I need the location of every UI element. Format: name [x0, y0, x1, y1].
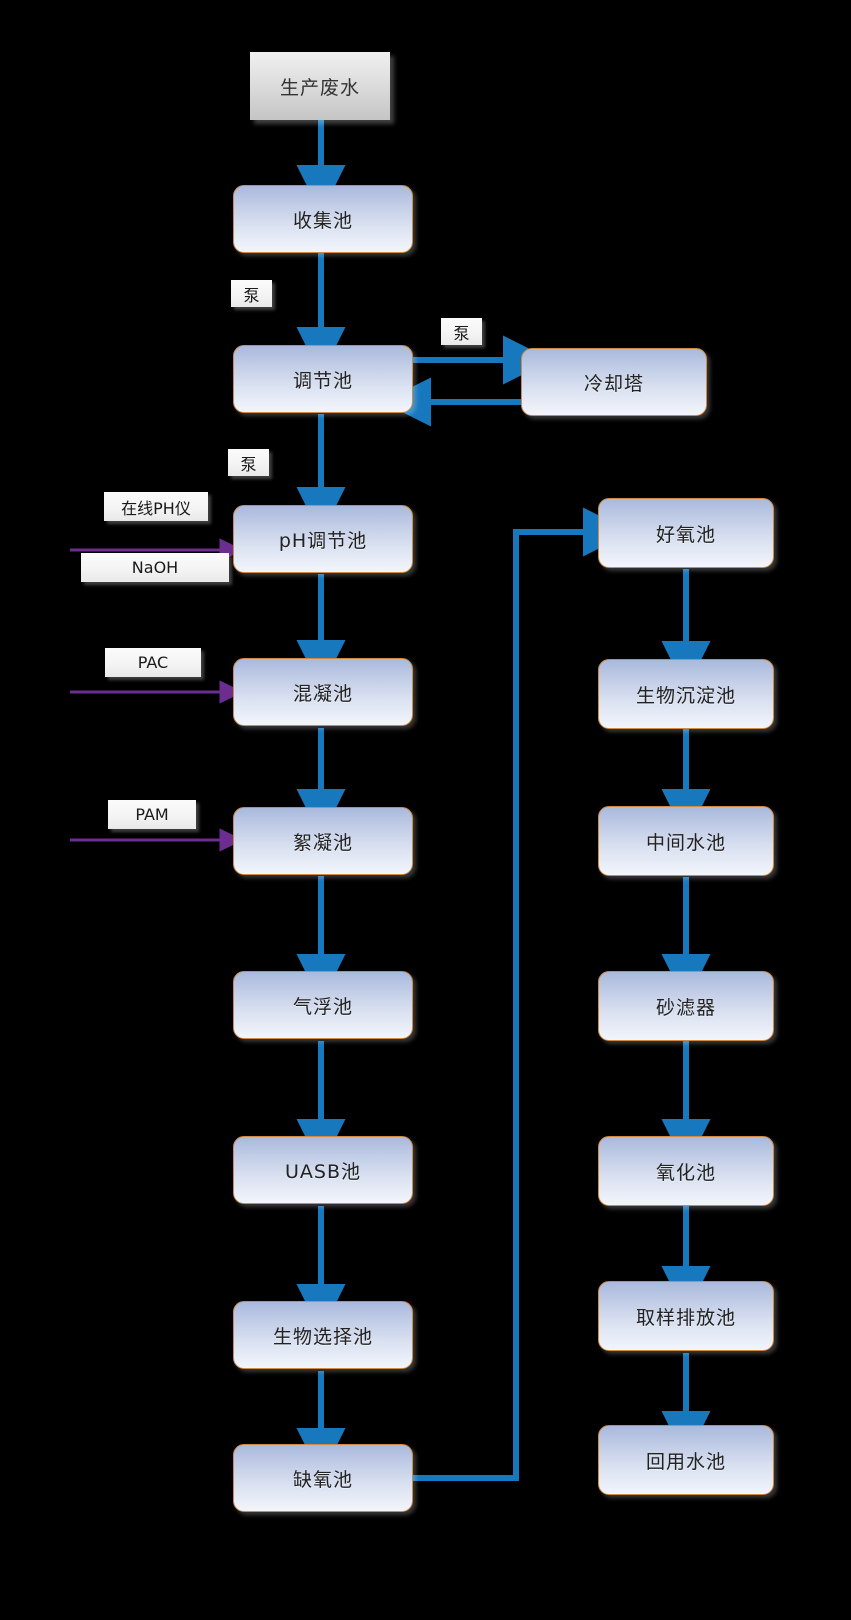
node-flocculation-tank[interactable]: 絮凝池 [233, 807, 413, 875]
node-source-wastewater[interactable]: 生产废水 [250, 52, 390, 120]
caption-online-ph-meter: 在线PH仪 [104, 492, 208, 521]
node-sampling-discharge-tank[interactable]: 取样排放池 [598, 1281, 774, 1351]
caption-pump-3: 泵 [228, 449, 269, 476]
node-reuse-water-tank[interactable]: 回用水池 [598, 1425, 774, 1495]
caption-pump-2: 泵 [441, 318, 482, 345]
node-collection-tank[interactable]: 收集池 [233, 185, 413, 253]
node-bio-settling-tank[interactable]: 生物沉淀池 [598, 659, 774, 729]
node-ph-adjustment-tank[interactable]: pH调节池 [233, 505, 413, 573]
node-uasb-tank[interactable]: UASB池 [233, 1136, 413, 1204]
caption-naoh: NaOH [81, 553, 229, 582]
caption-pac: PAC [105, 648, 201, 677]
node-cooling-tower[interactable]: 冷却塔 [521, 348, 707, 416]
node-coagulation-tank[interactable]: 混凝池 [233, 658, 413, 726]
node-bio-selector-tank[interactable]: 生物选择池 [233, 1301, 413, 1369]
node-equalization-tank[interactable]: 调节池 [233, 345, 413, 413]
arrow-anoxic-to-aerobic [412, 507, 632, 1481]
node-sand-filter[interactable]: 砂滤器 [598, 971, 774, 1041]
node-oxidation-tank[interactable]: 氧化池 [598, 1136, 774, 1206]
node-anoxic-tank[interactable]: 缺氧池 [233, 1444, 413, 1512]
caption-pump-1: 泵 [231, 280, 272, 307]
node-aerobic-tank[interactable]: 好氧池 [598, 498, 774, 568]
node-flotation-tank[interactable]: 气浮池 [233, 971, 413, 1039]
node-intermediate-tank[interactable]: 中间水池 [598, 806, 774, 876]
caption-pam: PAM [108, 800, 196, 829]
